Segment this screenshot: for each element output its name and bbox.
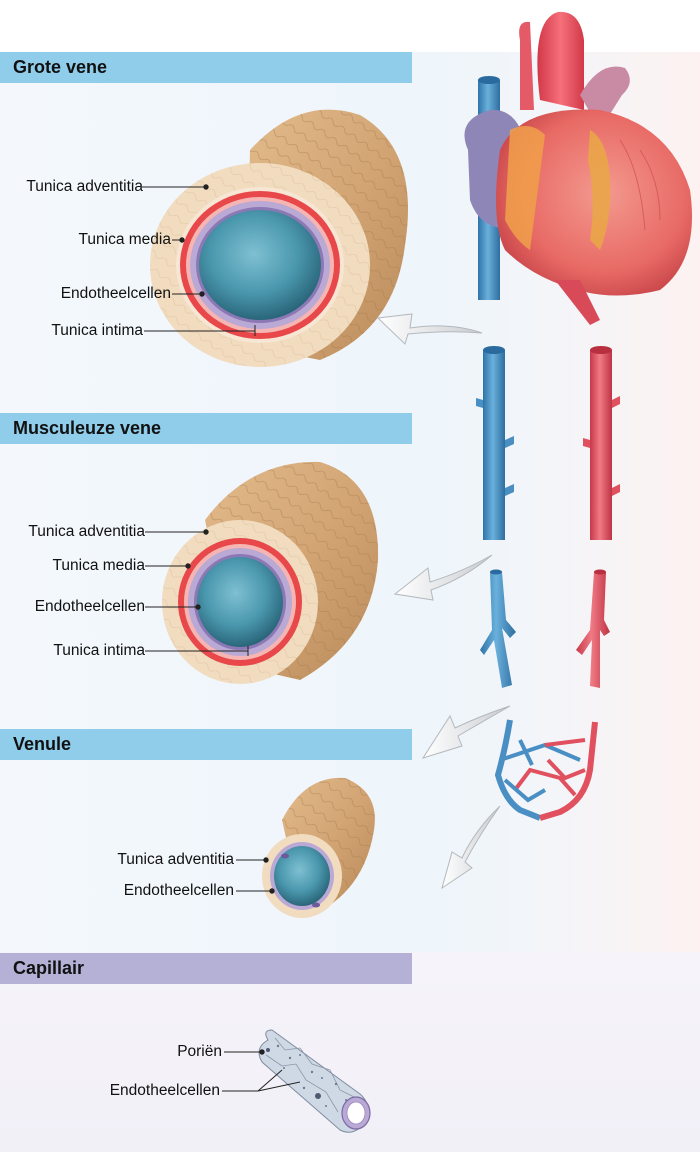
label-endotheelcellen: Endotheelcellen <box>109 1082 220 1099</box>
capillary-illustration <box>258 1029 371 1133</box>
label-endotheelcellen: Endotheelcellen <box>60 285 171 302</box>
section-title-venule: Venule <box>0 729 412 760</box>
section-title-musculeuze-vene: Musculeuze vene <box>0 413 412 444</box>
label-tunica-intima: Tunica intima <box>51 322 143 339</box>
label-tunica-intima: Tunica intima <box>53 642 145 659</box>
section-title-grote-vene: Grote vene <box>0 52 412 83</box>
label-tunica-adventitia: Tunica adventitia <box>26 178 143 195</box>
label-tunica-adventitia: Tunica adventitia <box>117 851 234 868</box>
arrow-icon <box>376 313 511 890</box>
label-tunica-adventitia: Tunica adventitia <box>28 523 145 540</box>
large-vein-cross-section <box>150 109 408 367</box>
label-endotheelcellen: Endotheelcellen <box>123 882 234 899</box>
label-tunica-media: Tunica media <box>78 231 171 248</box>
section-title-capillair: Capillair <box>0 953 412 984</box>
label-porien: Poriën <box>177 1043 222 1060</box>
venule-cross-section <box>262 777 375 918</box>
vessel-illustration <box>476 346 620 821</box>
label-tunica-media: Tunica media <box>52 557 145 574</box>
heart-illustration <box>464 11 692 325</box>
muscular-vein-cross-section <box>162 461 379 684</box>
label-endotheelcellen: Endotheelcellen <box>34 598 145 615</box>
